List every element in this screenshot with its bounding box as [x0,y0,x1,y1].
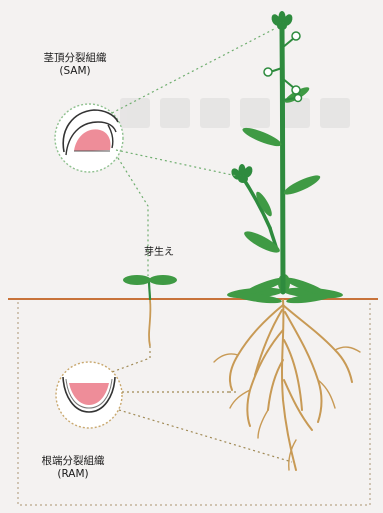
sam-abbr: (SAM) [20,65,130,78]
sam-magnified-view [55,104,123,172]
ram-name: 根端分裂組織 [18,455,128,468]
seedling-cotyledon-right [149,275,177,285]
ram-connectors [112,346,292,462]
ram-abbr: (RAM) [18,468,128,481]
seedling-hypocotyl [149,280,150,300]
sam-label: 茎頂分裂組織 (SAM) [20,52,130,78]
sam-name: 茎頂分裂組織 [20,52,130,65]
ram-label: 根端分裂組織 (RAM) [18,455,128,481]
mature-plant [214,11,360,470]
lower-flower-cluster [230,164,255,183]
shoot-apex-cluster [270,11,294,30]
background-watermark [120,98,350,128]
seedling-root [149,300,150,346]
seedling [123,275,177,346]
seedling-cotyledon-left [123,275,151,285]
ram-magnified-view [56,362,122,428]
plant-roots [214,300,360,470]
seedling-label: 芽生え [124,246,194,259]
